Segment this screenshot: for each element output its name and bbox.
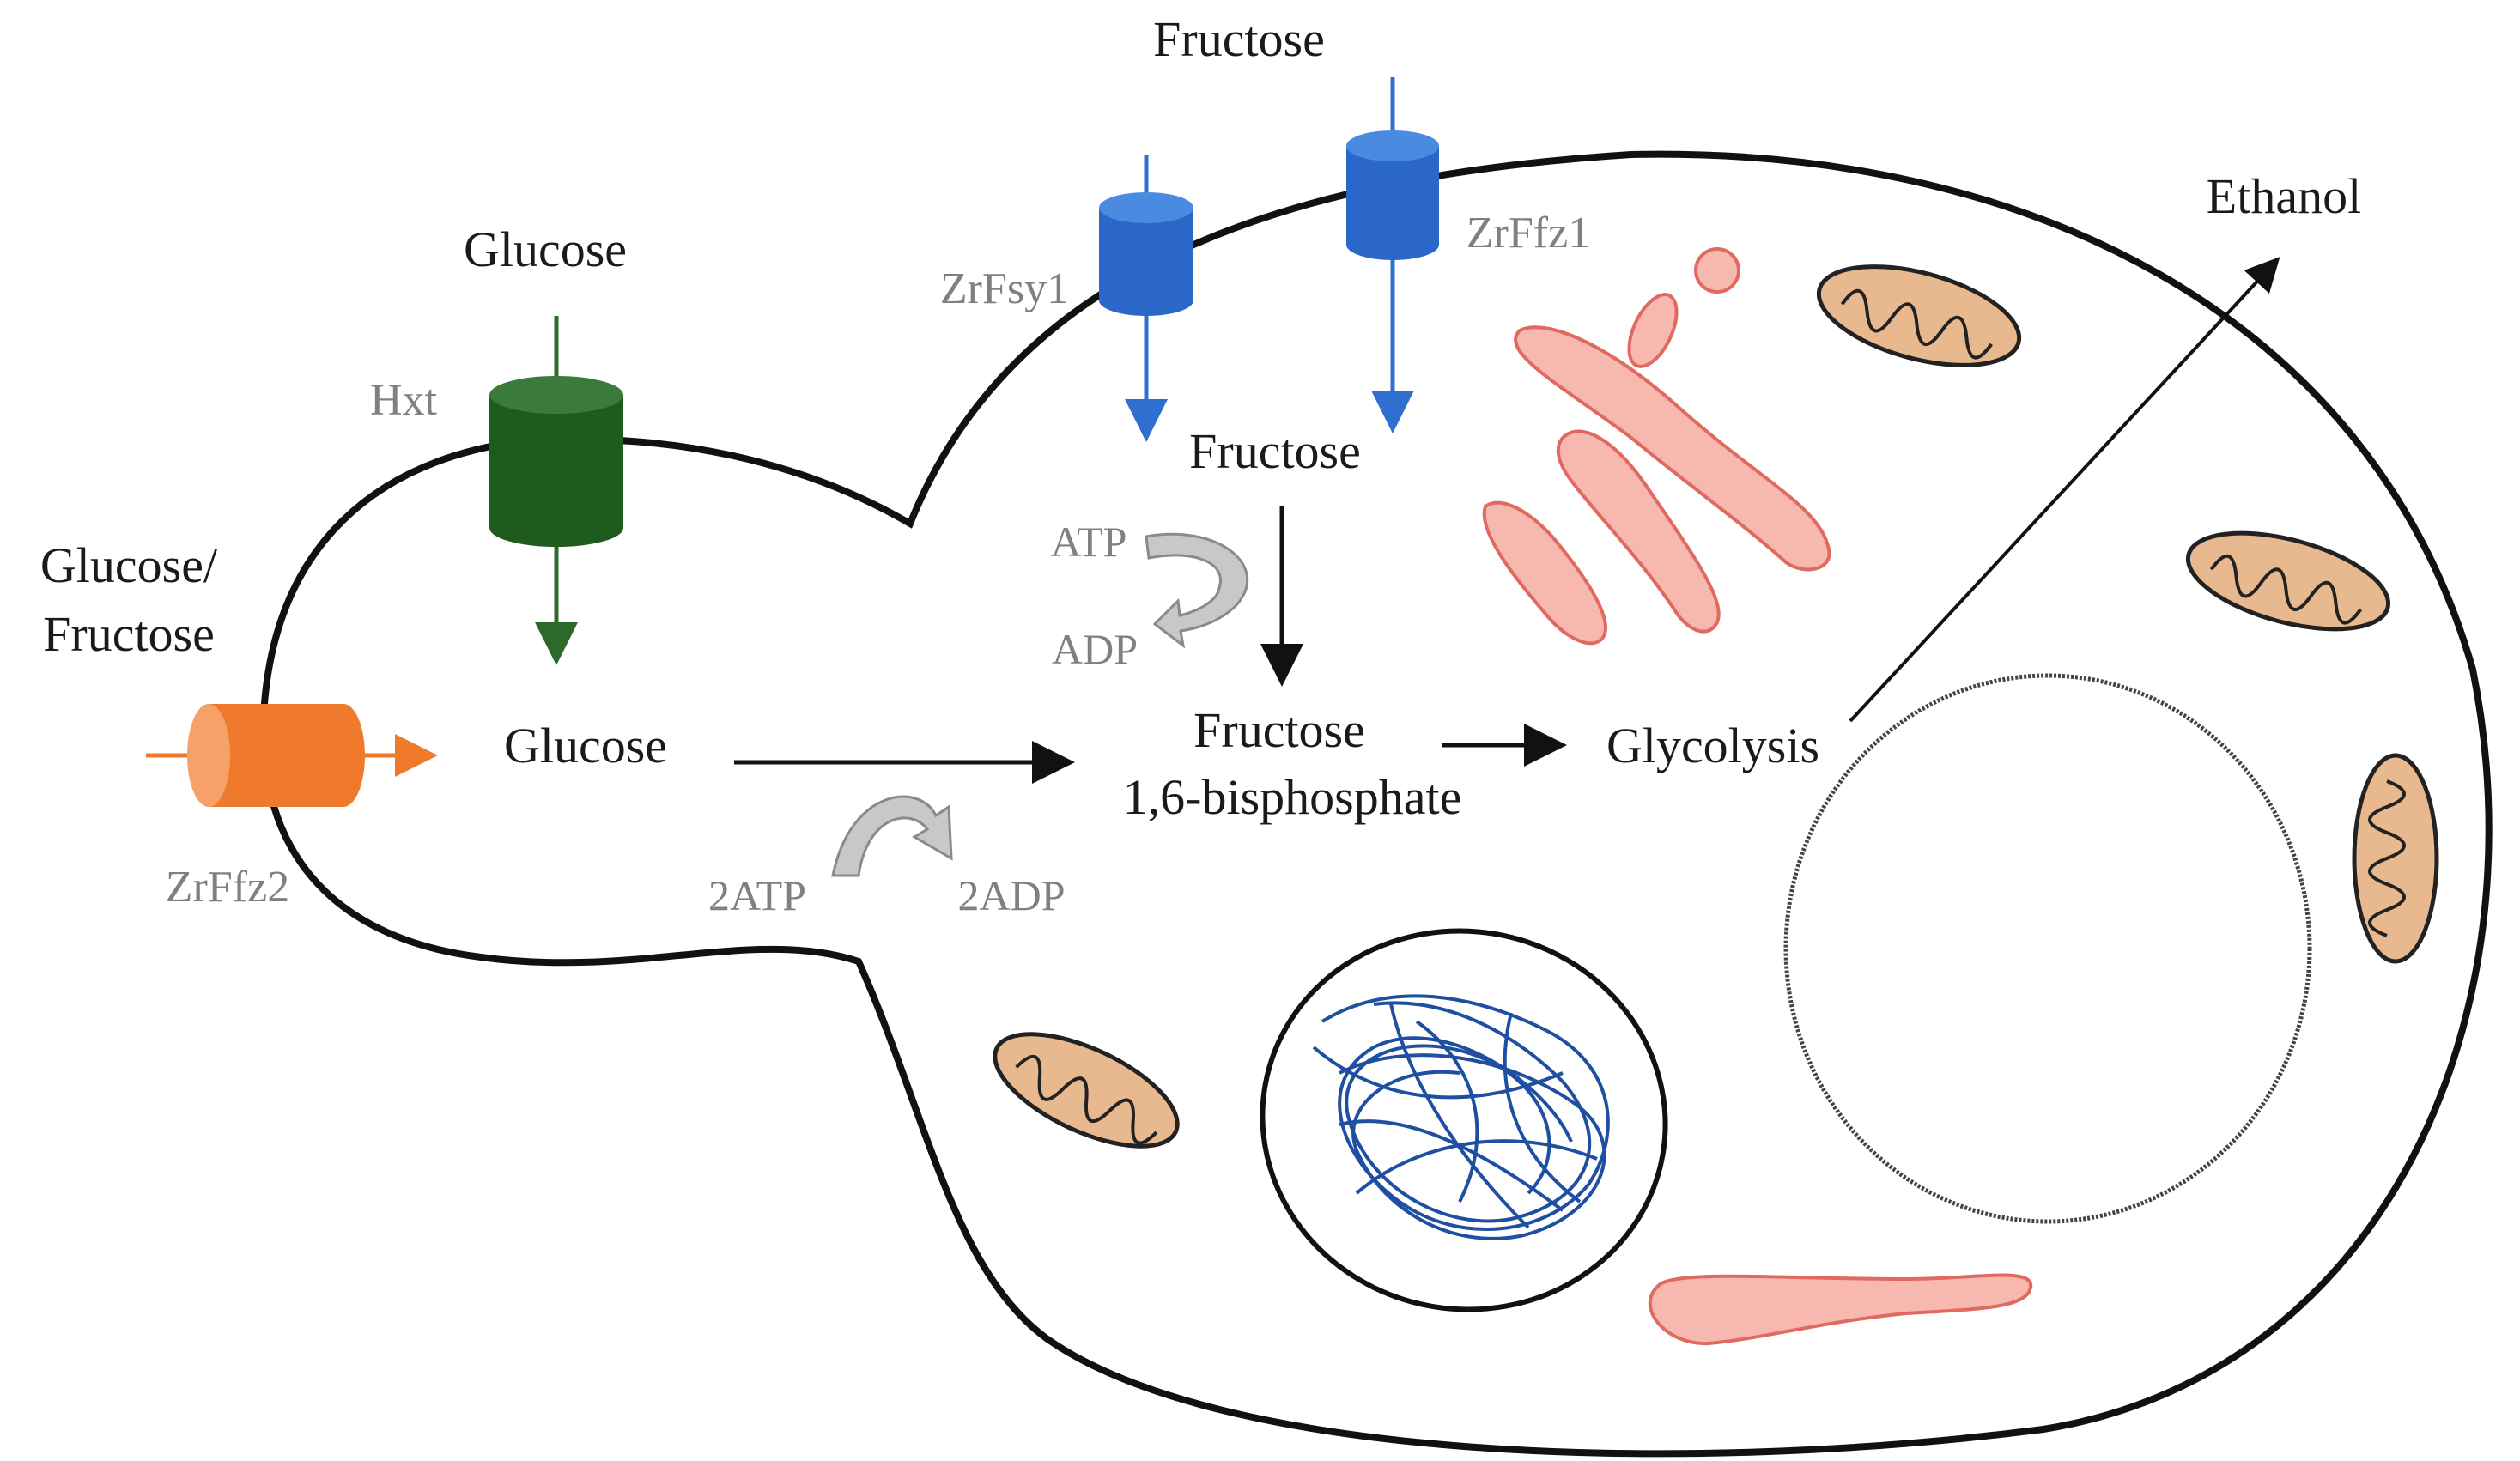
mitochondrion <box>1816 264 2022 367</box>
mitochondrion <box>2352 753 2439 964</box>
glucose-inside-label: Glucose <box>504 718 667 773</box>
2adp-label: 2ADP <box>957 871 1065 919</box>
glycolysis-label: Glycolysis <box>1606 718 1819 773</box>
zrffz1-label: ZrFfz1 <box>1466 209 1590 258</box>
glycolysis-to-ethanol-arrow <box>1849 257 2280 723</box>
glucose-fructose-label-line2: Fructose <box>43 606 215 662</box>
zrfsy1-transporter <box>1099 155 1193 442</box>
hxt-transporter <box>489 316 623 665</box>
2atp-label: 2ATP <box>708 871 806 919</box>
dna-tangle <box>1312 994 1610 1240</box>
glucose-outside-label: Glucose <box>464 221 627 277</box>
mitochondrion <box>993 1032 1180 1149</box>
atp-adp-curved-arrow <box>1145 532 1249 649</box>
hxt-label: Hxt <box>370 376 438 425</box>
vacuole <box>1783 673 2312 1224</box>
endoplasmic-reticulum <box>1482 247 2033 1346</box>
zrffz2-transporter <box>146 704 438 807</box>
fructose-outside-label: Fructose <box>1153 11 1325 67</box>
zrffz2-label: ZrFfz2 <box>166 863 289 912</box>
atp-label: ATP <box>1051 518 1127 566</box>
fbp-label-line1: Fructose <box>1193 702 1365 758</box>
fbp-label-line2: 1,6-bisphosphate <box>1123 769 1462 825</box>
2atp-2adp-curved-arrow <box>831 795 953 877</box>
nucleus <box>1260 928 1668 1312</box>
zrfsy1-label: ZrFsy1 <box>940 264 1069 313</box>
fructose-inside-label: Fructose <box>1189 423 1361 479</box>
adp-label: ADP <box>1052 625 1138 673</box>
mitochondrion <box>2185 530 2391 632</box>
ethanol-label: Ethanol <box>2207 168 2361 224</box>
mitochondria <box>993 264 2439 1149</box>
glucose-fructose-label-line1: Glucose/ <box>40 537 218 593</box>
zrffz1-transporter <box>1346 77 1439 433</box>
